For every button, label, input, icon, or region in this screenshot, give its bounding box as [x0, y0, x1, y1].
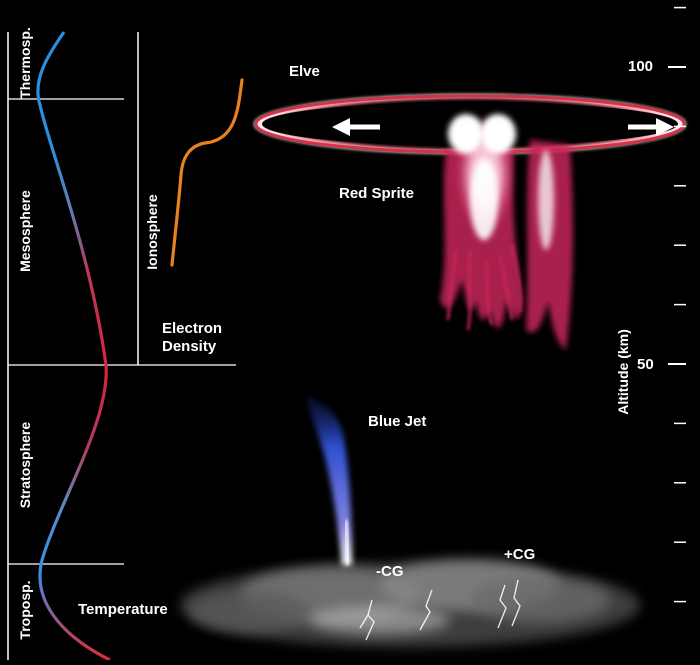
altitude-tick-label-100: 100 [628, 58, 654, 75]
electron-density-curve [170, 78, 244, 267]
temperature-curve [36, 31, 111, 662]
layer-label-thermosphere: Thermosp. [17, 27, 33, 99]
layer-label-stratosphere: Stratosphere [17, 421, 33, 509]
electron-density-label-line1: Electron [162, 320, 223, 337]
lightning-bolts [359, 579, 521, 641]
red-sprite-main [440, 114, 522, 331]
red-sprite-secondary [526, 140, 573, 350]
red-sprite-label: Red Sprite [339, 185, 415, 202]
blue-jet [306, 396, 352, 566]
electron-density-label-line2: Density [162, 338, 217, 355]
elve-arrow-left [332, 118, 380, 136]
negative-cg-label: -CG [376, 563, 404, 580]
blue-jet-label: Blue Jet [368, 413, 427, 430]
layer-frame [7, 32, 236, 660]
temperature-label: Temperature [78, 601, 168, 618]
thunderstorm-cloud [180, 559, 640, 647]
elve-arrow-right [628, 118, 674, 136]
altitude-axis-label: Altitude (km) [615, 329, 631, 415]
layer-label-mesosphere: Mesosphere [17, 190, 33, 272]
elve-label: Elve [289, 63, 320, 80]
altitude-tick-label-50: 50 [637, 356, 654, 373]
layer-label-troposphere: Troposp. [17, 580, 33, 640]
ionosphere-label: Ionosphere [144, 194, 160, 270]
positive-cg-label: +CG [504, 546, 536, 563]
altitude-axis [668, 6, 686, 603]
